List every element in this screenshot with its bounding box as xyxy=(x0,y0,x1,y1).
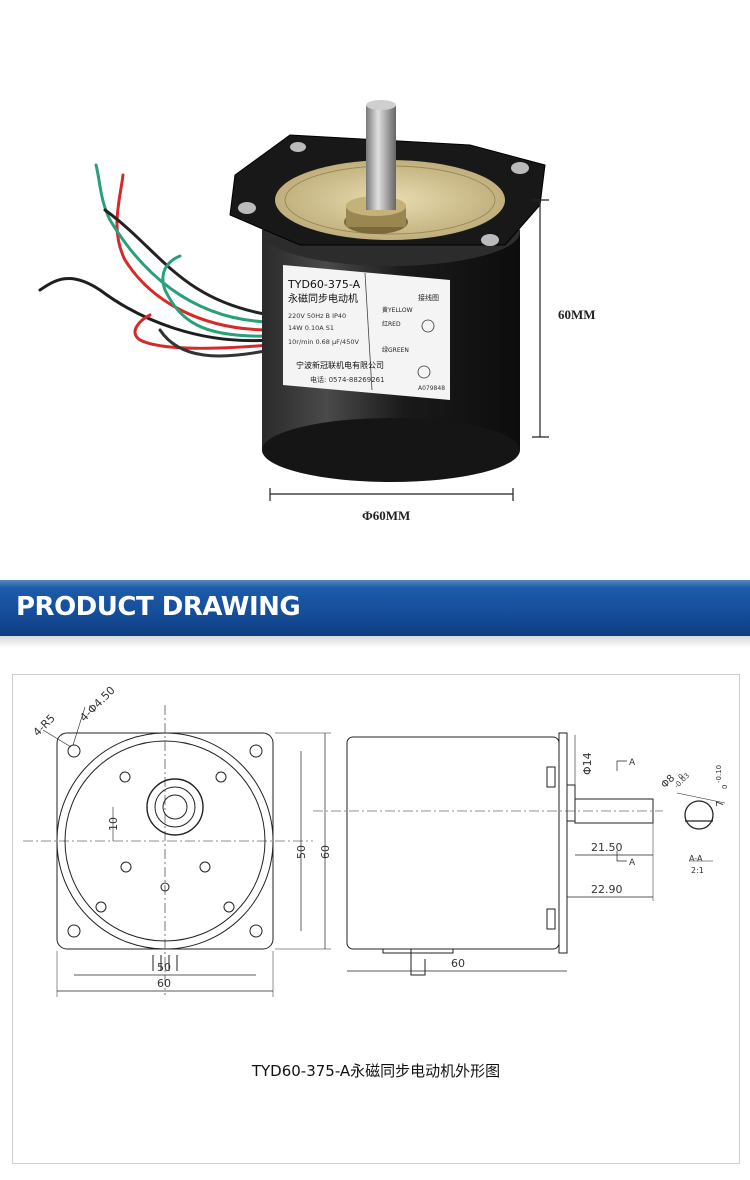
banner-title: PRODUCT DRAWING xyxy=(16,592,301,622)
section-view-label: A-A xyxy=(689,854,703,863)
height-dimension xyxy=(532,199,549,438)
dim-corner-radius: 4-R5 xyxy=(31,712,58,739)
output-shaft xyxy=(344,100,408,234)
dim-mount-hole: 4-Φ4.50 xyxy=(77,684,117,724)
dim-section-7: 7 xyxy=(715,801,726,807)
dim-section-7-tol: -0.10 xyxy=(715,765,723,783)
technical-drawing: 4-R5 4-Φ4.50 10 50 60 50 60 Φ14 21.50 22… xyxy=(23,684,729,997)
nameplate-spec-3: 10r/min 0.68 μF/450V xyxy=(288,338,359,346)
dim-60-horizontal: 60 xyxy=(157,977,171,990)
dim-section-8-tol2: 0 xyxy=(677,772,686,781)
nameplate-spec-1: 220V 50Hz B IP40 xyxy=(288,312,346,320)
nameplate-serial: A079848 xyxy=(418,385,445,392)
section-view xyxy=(616,760,726,862)
nameplate-yellow: 黄YELLOW xyxy=(382,306,413,314)
nameplate-name: 永磁同步电动机 xyxy=(288,292,358,305)
nameplate-red: 红RED xyxy=(382,320,401,328)
dim-section-7-tol2: 0 xyxy=(721,785,729,789)
dim-60-vertical: 60 xyxy=(319,845,332,859)
banner-shadow xyxy=(0,636,750,648)
nameplate-model: TYD60-375-A xyxy=(287,278,361,291)
nameplate-phone: 电话: 0574-88269261 xyxy=(310,375,385,384)
nameplate-company: 宁波新冠联机电有限公司 xyxy=(296,360,384,370)
dim-22-90: 22.90 xyxy=(591,883,623,896)
motor-nameplate: TYD60-375-A 永磁同步电动机 220V 50Hz B IP40 14W… xyxy=(283,265,450,400)
dim-side-60: 60 xyxy=(451,957,465,970)
product-photo-section: TYD60-375-A 永磁同步电动机 220V 50Hz B IP40 14W… xyxy=(0,0,750,580)
wire-bundle xyxy=(38,163,272,358)
side-view xyxy=(313,732,663,976)
motor-photo: TYD60-375-A 永磁同步电动机 220V 50Hz B IP40 14W… xyxy=(38,100,549,501)
section-scale-label: 2:1 xyxy=(691,866,704,875)
diameter-dimension xyxy=(269,488,514,501)
diameter-dimension-label: Φ60MM xyxy=(362,508,411,523)
drawing-caption: TYD60-375-A永磁同步电动机外形图 xyxy=(251,1062,501,1080)
ccc-mark-icon xyxy=(417,365,431,379)
nameplate-green: 绿GREEN xyxy=(382,346,409,354)
section-mark-a-bottom: A xyxy=(629,858,636,868)
height-dimension-label: 60MM xyxy=(558,307,596,322)
nameplate-spec-2: 14W 0.10A S1 xyxy=(288,324,334,332)
dim-50-horizontal: 50 xyxy=(157,961,171,974)
section-mark-a-top: A xyxy=(629,758,636,768)
dim-21-50: 21.50 xyxy=(591,841,623,854)
dim-50-vertical: 50 xyxy=(295,845,308,859)
section-banner: PRODUCT DRAWING xyxy=(0,580,750,636)
nameplate-wiring: 接线图 xyxy=(418,293,439,302)
dim-shaft-diameter: Φ14 xyxy=(581,752,594,775)
technical-drawing-frame: 4-R5 4-Φ4.50 10 50 60 50 60 Φ14 21.50 22… xyxy=(12,674,740,1164)
motor-symbol-icon xyxy=(421,319,435,333)
front-view xyxy=(23,705,331,997)
dim-10: 10 xyxy=(107,817,120,831)
